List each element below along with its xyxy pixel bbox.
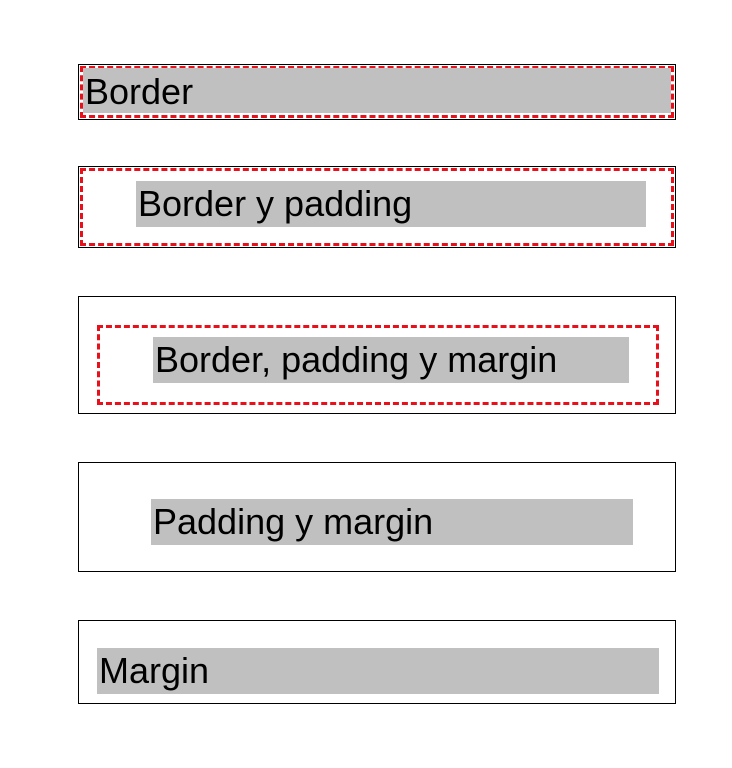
content-area-label: Padding y margin: [151, 499, 633, 545]
box-border-padding-margin: Border, padding y margin: [78, 296, 676, 414]
dashed-border: [80, 66, 674, 118]
content-area-label: Border y padding: [136, 181, 646, 227]
content-area-label: Border, padding y margin: [153, 337, 629, 383]
content-area-label: Margin: [97, 648, 659, 694]
box-border: Border: [78, 64, 676, 120]
dashed-border: [80, 168, 674, 246]
dashed-border: [97, 325, 659, 405]
box-border-padding: Border y padding: [78, 166, 676, 248]
box-padding-margin: Padding y margin: [78, 462, 676, 572]
box-margin: Margin: [78, 620, 676, 704]
content-area-label: Border: [83, 68, 671, 113]
